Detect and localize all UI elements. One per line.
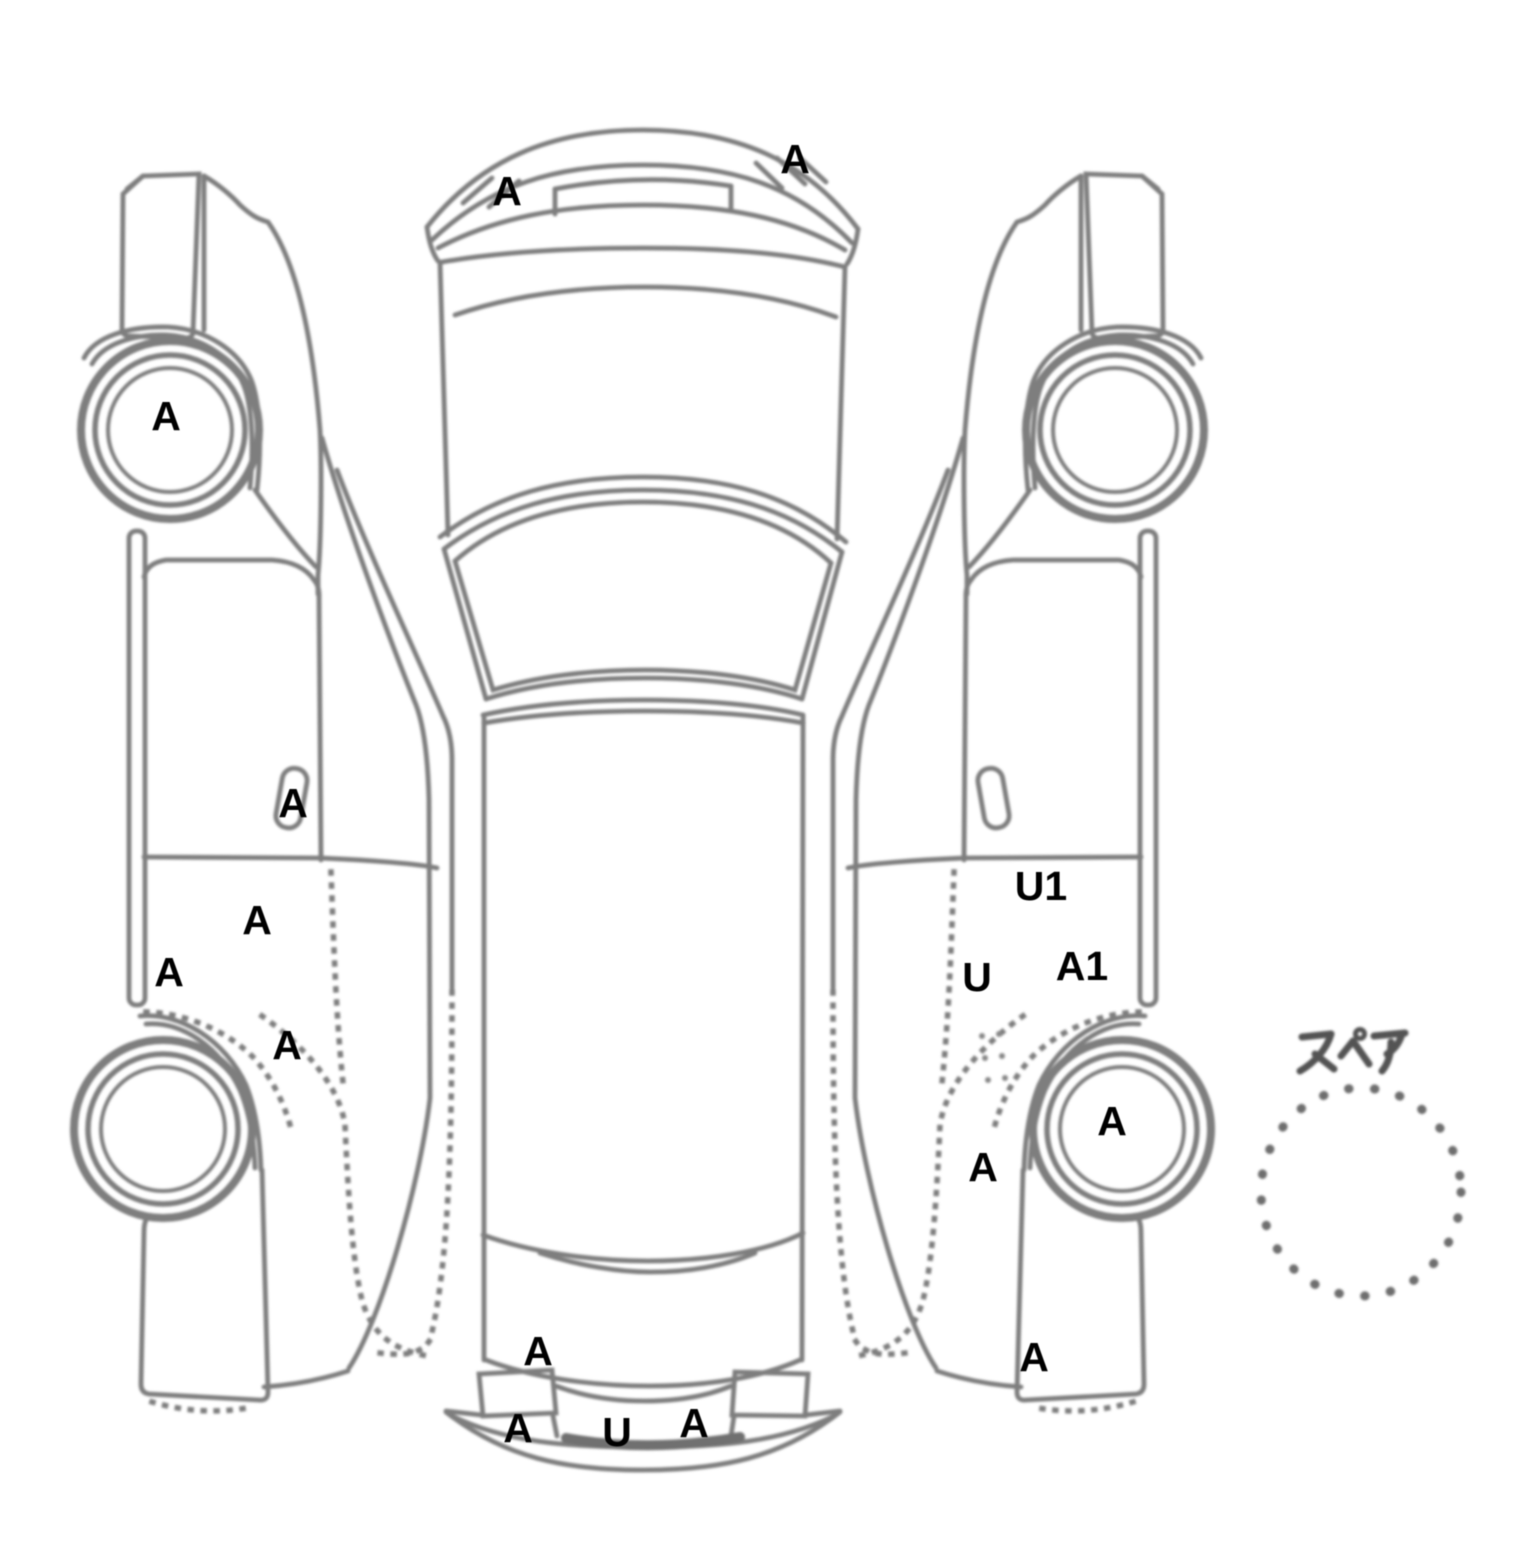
svg-text:A: A [492,168,522,214]
svg-text:A: A [151,393,181,439]
svg-text:A: A [278,780,308,826]
svg-text:A: A [780,136,810,182]
svg-text:A1: A1 [1056,943,1108,989]
svg-text:A: A [679,1400,709,1446]
svg-text:U: U [602,1409,632,1455]
svg-text:A: A [272,1022,302,1068]
svg-text:A: A [242,897,272,943]
svg-text:A: A [523,1328,553,1374]
svg-text:A: A [503,1405,533,1451]
svg-text:U: U [962,954,992,1000]
svg-text:A: A [1019,1334,1049,1380]
svg-text:A: A [154,949,184,995]
svg-text:U1: U1 [1015,863,1067,909]
svg-text:A: A [968,1144,998,1190]
svg-text:A: A [1097,1098,1127,1144]
